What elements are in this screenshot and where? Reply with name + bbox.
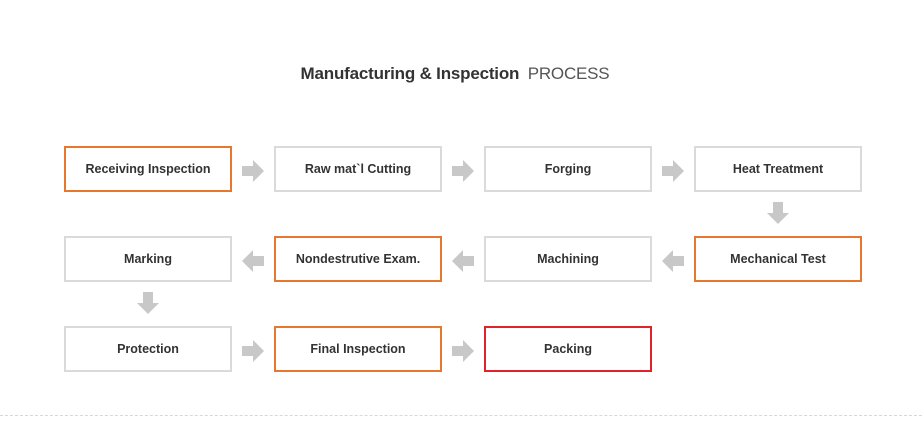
arrow-left-icon (240, 248, 266, 274)
step-marking: Marking (64, 236, 232, 282)
step-forging: Forging (484, 146, 652, 192)
step-machining: Machining (484, 236, 652, 282)
step-label: Packing (544, 342, 592, 356)
step-heat-treatment: Heat Treatment (694, 146, 862, 192)
arrow-left-icon (450, 248, 476, 274)
step-nondestructive-exam: Nondestrutive Exam. (274, 236, 442, 282)
step-label: Mechanical Test (730, 252, 826, 266)
step-label: Protection (117, 342, 179, 356)
arrow-right-icon (240, 158, 266, 184)
step-label: Final Inspection (310, 342, 406, 356)
step-label: Heat Treatment (732, 162, 824, 176)
arrow-right-icon (450, 158, 476, 184)
step-label: Machining (537, 252, 599, 266)
title-main: Manufacturing & Inspection (300, 64, 520, 83)
arrow-down-icon (765, 200, 791, 226)
step-label: Forging (544, 162, 592, 176)
page-title: Manufacturing & Inspection PROCESS (0, 64, 910, 84)
step-final-inspection: Final Inspection (274, 326, 442, 372)
arrow-right-icon (450, 338, 476, 364)
step-mechanical-test: Mechanical Test (694, 236, 862, 282)
step-label: Receiving Inspection (85, 162, 211, 176)
arrow-left-icon (660, 248, 686, 274)
arrow-right-icon (660, 158, 686, 184)
step-packing: Packing (484, 326, 652, 372)
step-label: Nondestrutive Exam. (295, 252, 421, 266)
step-label: Marking (124, 252, 172, 266)
title-sub: PROCESS (527, 64, 610, 83)
step-label: Raw mat`l Cutting (304, 162, 412, 176)
arrow-right-icon (240, 338, 266, 364)
step-receiving-inspection: Receiving Inspection (64, 146, 232, 192)
footer-divider (0, 415, 922, 416)
arrow-down-icon (135, 290, 161, 316)
step-raw-cutting: Raw mat`l Cutting (274, 146, 442, 192)
step-protection: Protection (64, 326, 232, 372)
